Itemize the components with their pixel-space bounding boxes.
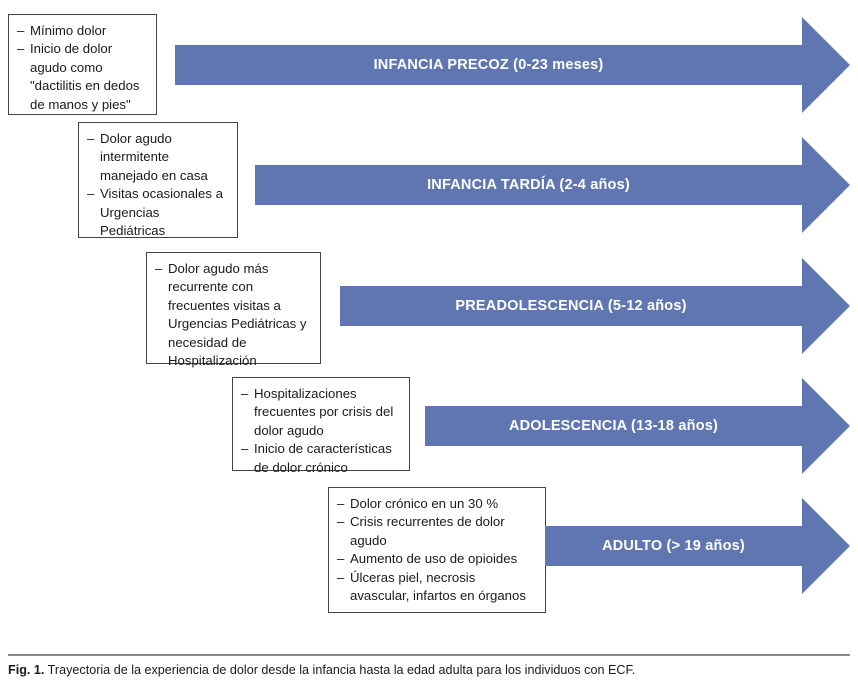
note-item: Inicio de características de dolor cróni… bbox=[241, 440, 400, 477]
note-box-infancia-precoz: Mínimo dolor Inicio de dolor agudo como … bbox=[8, 14, 157, 115]
note-box-adolescencia: Hospitalizaciones frecuentes por crisis … bbox=[232, 377, 410, 475]
arrow-adulto: ADULTO (> 19 años) bbox=[545, 498, 850, 594]
note-list: Dolor agudo más recurrente con frecuente… bbox=[155, 260, 311, 370]
arrow-infancia-tardia: INFANCIA TARDÍA (2-4 años) bbox=[255, 137, 850, 233]
note-item: Dolor agudo intermitente manejado en cas… bbox=[87, 130, 228, 185]
diagram-stage: Mínimo dolor Inicio de dolor agudo como … bbox=[0, 0, 858, 625]
arrow-preadolescencia: PREADOLESCENCIA (5-12 años) bbox=[340, 258, 850, 354]
note-item: Dolor agudo más recurrente con frecuente… bbox=[155, 260, 311, 370]
arrow-shape-icon bbox=[425, 378, 850, 474]
note-item: Mínimo dolor bbox=[17, 22, 147, 41]
arrow-shape-icon bbox=[175, 17, 850, 113]
note-item: Hospitalizaciones frecuentes por crisis … bbox=[241, 385, 400, 440]
note-item: Crisis recurrentes de dolor agudo bbox=[337, 513, 536, 550]
arrow-infancia-precoz: INFANCIA PRECOZ (0-23 meses) bbox=[175, 17, 850, 113]
note-list: Dolor crónico en un 30 % Crisis recurren… bbox=[337, 495, 536, 605]
note-box-infancia-tardia: Dolor agudo intermitente manejado en cas… bbox=[78, 122, 238, 238]
figure-caption: Fig. 1. Trayectoria de la experiencia de… bbox=[8, 662, 850, 679]
arrow-shape-icon bbox=[255, 137, 850, 233]
note-item: Úlceras piel, necrosis avascular, infart… bbox=[337, 569, 536, 606]
note-item: Aumento de uso de opioides bbox=[337, 550, 536, 569]
arrow-adolescencia: ADOLESCENCIA (13-18 años) bbox=[425, 378, 850, 474]
note-box-adulto: Dolor crónico en un 30 % Crisis recurren… bbox=[328, 487, 546, 613]
note-list: Mínimo dolor Inicio de dolor agudo como … bbox=[17, 22, 147, 114]
caption-text: Trayectoria de la experiencia de dolor d… bbox=[47, 663, 636, 677]
note-box-preadolescencia: Dolor agudo más recurrente con frecuente… bbox=[146, 252, 321, 368]
caption-divider bbox=[8, 654, 850, 656]
arrow-shape-icon bbox=[545, 498, 850, 594]
note-list: Dolor agudo intermitente manejado en cas… bbox=[87, 130, 228, 240]
note-item: Dolor crónico en un 30 % bbox=[337, 495, 536, 514]
note-item: Inicio de dolor agudo como "dactilitis e… bbox=[17, 40, 147, 114]
note-item: Visitas ocasionales a Urgencias Pediátri… bbox=[87, 185, 228, 240]
note-list: Hospitalizaciones frecuentes por crisis … bbox=[241, 385, 400, 477]
arrow-shape-icon bbox=[340, 258, 850, 354]
caption-label: Fig. 1. bbox=[8, 663, 45, 677]
